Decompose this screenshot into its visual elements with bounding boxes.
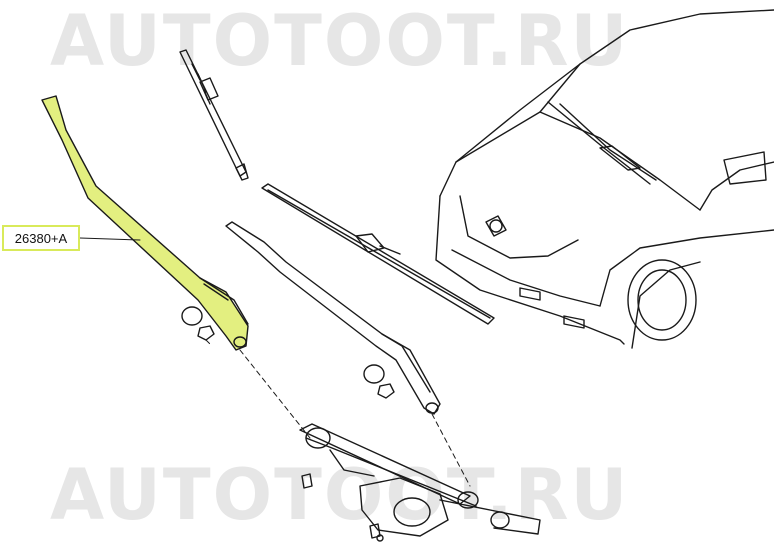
watermark-top: AUTOTOOT.RU xyxy=(50,0,630,82)
assembly-guide-lines xyxy=(205,339,471,487)
mounting-bolt xyxy=(301,473,384,542)
wiper-blade-right xyxy=(261,183,495,325)
wiper-arm-passenger xyxy=(225,221,441,415)
pivot-cap xyxy=(181,306,385,384)
wiper-blade-left xyxy=(179,49,249,181)
vehicle-front-view xyxy=(435,9,774,349)
wiper-motor xyxy=(359,477,541,537)
pivot-nut xyxy=(197,325,395,399)
wiper-arm-driver xyxy=(41,95,249,351)
part-number-label[interactable]: 26380+A xyxy=(2,225,80,251)
wiper-linkage xyxy=(299,423,479,509)
callout-leader xyxy=(79,237,141,241)
